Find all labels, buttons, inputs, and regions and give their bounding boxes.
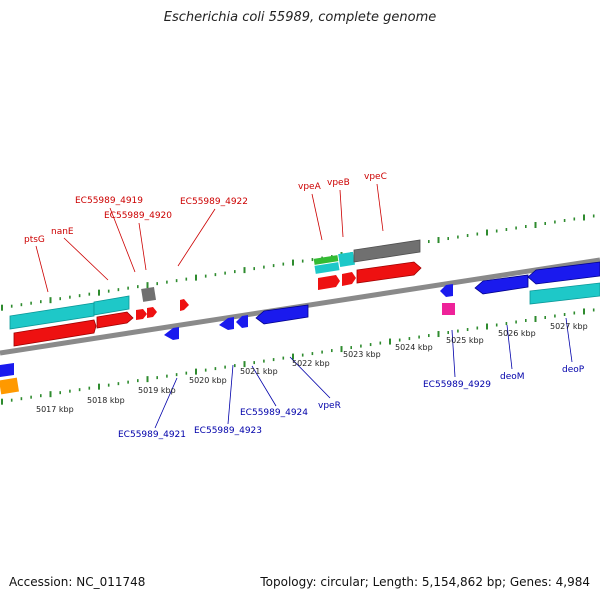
forward-features xyxy=(0,239,600,395)
gene-arrow-deoP[interactable] xyxy=(527,261,600,285)
gene-box-gray-vpeC[interactable] xyxy=(353,239,421,263)
gene-label-EC55989_4919[interactable]: EC55989_4919 xyxy=(75,196,143,206)
gene-label-EC55989_4929[interactable]: EC55989_4929 xyxy=(423,380,491,390)
gene-arrow-EC55989_4919[interactable] xyxy=(136,309,147,320)
leader-EC55989_4922 xyxy=(177,208,216,267)
gene-label-vpeA[interactable]: vpeA xyxy=(298,182,322,192)
gene-arrow-EC55989_4923b[interactable] xyxy=(236,315,248,328)
gene-label-vpeC[interactable]: vpeC xyxy=(364,172,387,182)
gene-label-EC55989_4920[interactable]: EC55989_4920 xyxy=(104,211,172,221)
gene-arrow-nanE[interactable] xyxy=(96,311,134,329)
reverse-gene-labels: EC55989_4921 EC55989_4923 EC55989_4924 vpeR… xyxy=(118,365,585,440)
leader-vpeC xyxy=(376,183,384,232)
gene-label-EC55989_4922[interactable]: EC55989_4922 xyxy=(180,197,248,207)
gene-arrow-ptsG-cyan[interactable] xyxy=(9,302,95,330)
gene-box-cyan-vpeB[interactable] xyxy=(338,251,355,268)
scale-labels: 5017 kbp 5018 kbp 5019 kbp 5020 kbp 5021 kbp… xyxy=(36,322,588,414)
scale-label: 5021 kbp xyxy=(240,367,278,376)
genome-summary: Topology: circular; Length: 5,154,862 bp… xyxy=(260,575,590,589)
gene-label-EC55989_4921[interactable]: EC55989_4921 xyxy=(118,430,186,440)
leader-deoP xyxy=(565,317,573,363)
leader-ptsG xyxy=(35,245,49,293)
leader-deoM xyxy=(506,324,513,370)
leader-EC55989_4929 xyxy=(451,329,456,378)
gene-label-deoM[interactable]: deoM xyxy=(500,372,525,382)
scale-label: 5017 kbp xyxy=(36,405,74,414)
scale-label: 5020 kbp xyxy=(189,376,227,385)
gene-box-gray[interactable] xyxy=(141,286,157,302)
gene-box-cyan-right[interactable] xyxy=(529,282,600,305)
gene-label-ptsG[interactable]: ptsG xyxy=(24,235,45,245)
gene-label-deoP[interactable]: deoP xyxy=(562,365,585,375)
gene-label-vpeR[interactable]: vpeR xyxy=(318,401,341,411)
gene-arrow-EC55989_4923a[interactable] xyxy=(219,317,234,330)
scale-label: 5022 kbp xyxy=(292,359,330,368)
scale-label: 5018 kbp xyxy=(87,396,125,405)
gene-arrow-EC55989_4929[interactable] xyxy=(440,284,453,297)
gene-label-EC55989_4923[interactable]: EC55989_4923 xyxy=(194,426,262,436)
scale-label: 5025 kbp xyxy=(446,336,484,345)
gene-box-magenta[interactable] xyxy=(442,303,455,315)
accession-label: Accession: NC_011748 xyxy=(9,575,146,589)
gene-arrow-vpeB[interactable] xyxy=(342,272,356,286)
scale-label: 5027 kbp xyxy=(550,322,588,331)
upper-tick-track xyxy=(1,214,595,311)
gene-box-orange[interactable] xyxy=(0,377,19,395)
gene-arrow-EC55989_4920[interactable] xyxy=(147,307,157,318)
scale-label: 5026 kbp xyxy=(498,329,536,338)
gene-label-EC55989_4924[interactable]: EC55989_4924 xyxy=(240,408,308,418)
map-title: Escherichia coli 55989, complete genome xyxy=(163,10,437,25)
lower-tick-track xyxy=(1,308,595,405)
gene-arrow-deoM[interactable] xyxy=(474,274,529,295)
leader-EC55989_4920 xyxy=(138,222,147,271)
leader-nanE xyxy=(63,237,109,281)
gene-arrow-vpeA[interactable] xyxy=(318,275,340,290)
leader-vpeB xyxy=(339,189,344,238)
scale-label: 5023 kbp xyxy=(343,350,381,359)
scale-label: 5019 kbp xyxy=(138,386,176,395)
reverse-features xyxy=(0,261,600,377)
gene-box-green[interactable] xyxy=(313,255,339,265)
gene-arrow-EC55989_4922[interactable] xyxy=(180,299,189,311)
gene-arrow-vpeR[interactable] xyxy=(255,304,309,325)
leader-vpeR xyxy=(289,356,331,399)
gene-arrow-ptsG[interactable] xyxy=(13,319,97,347)
scale-label: 5024 kbp xyxy=(395,343,433,352)
leader-vpeA xyxy=(311,193,323,241)
leader-EC55989_4921 xyxy=(154,377,178,429)
gene-arrow-vpeC[interactable] xyxy=(356,261,422,284)
leader-EC55989_4919 xyxy=(109,207,136,273)
gene-label-vpeB[interactable]: vpeB xyxy=(327,178,350,188)
gene-label-nanE[interactable]: nanE xyxy=(51,227,74,237)
gene-box-cyan-small[interactable] xyxy=(314,262,340,274)
gene-arrow-left-edge[interactable] xyxy=(0,363,14,377)
leader-EC55989_4923 xyxy=(227,364,234,425)
gene-arrow-EC55989_4921[interactable] xyxy=(164,327,179,340)
leader-EC55989_4924 xyxy=(251,365,277,407)
label-leader-lines xyxy=(35,183,573,429)
gene-arrow-cyan-2[interactable] xyxy=(93,295,130,316)
